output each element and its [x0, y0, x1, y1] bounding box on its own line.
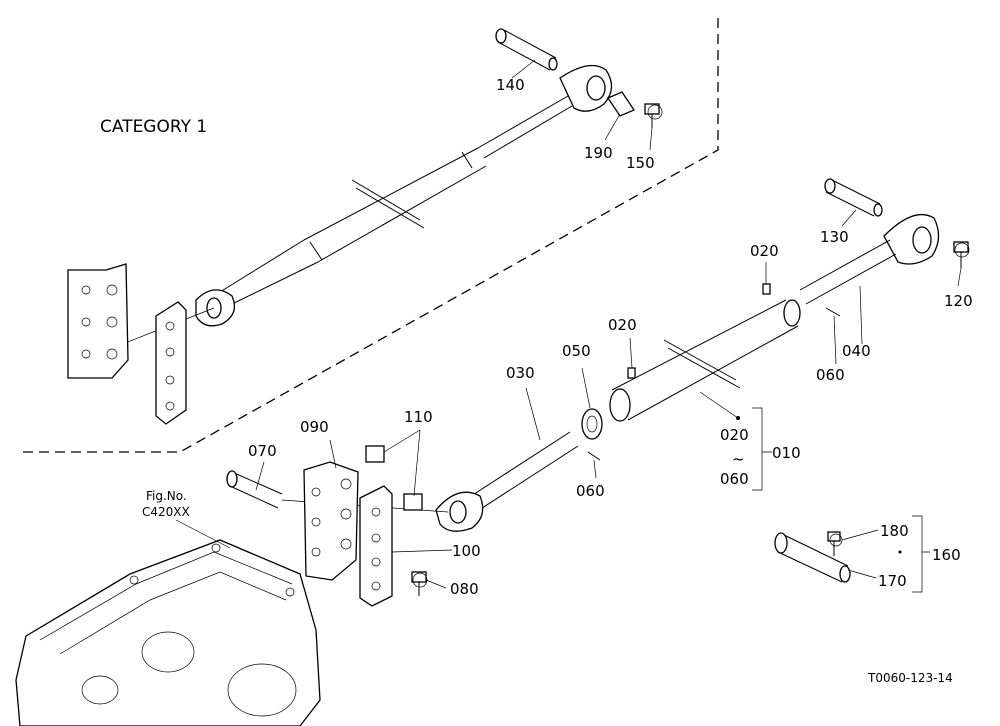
leader-lines	[255, 59, 962, 589]
category1-link-assembly	[67, 28, 663, 425]
upper-bracket-b	[155, 301, 187, 425]
bolt-110-a	[365, 445, 385, 463]
label-030: 030	[506, 364, 535, 382]
bolt-180	[827, 531, 843, 556]
category-label: CATEGORY 1	[100, 117, 207, 137]
label-060-a: 060	[816, 366, 845, 384]
label-060-b: 060	[720, 470, 749, 488]
bracket-090	[303, 461, 359, 581]
label-070: 070	[248, 442, 277, 460]
figure-ref-line2: C420XX	[142, 505, 190, 519]
label-170: 170	[878, 572, 907, 590]
label-130: 130	[820, 228, 849, 246]
pin-060-right	[825, 307, 841, 317]
label-010: 010	[772, 444, 801, 462]
label-020-a: 020	[750, 242, 779, 260]
label-050: 050	[562, 342, 591, 360]
pin-140	[495, 28, 558, 71]
figure-ref-leader	[175, 519, 231, 549]
label-110: 110	[404, 408, 433, 426]
label-150: 150	[626, 154, 655, 172]
upper-tube	[303, 147, 487, 263]
category-divider	[20, 18, 719, 453]
label-180: 180	[880, 522, 909, 540]
upper-threaded-rod	[477, 95, 573, 159]
bolt-110-b	[403, 493, 423, 511]
grease-nipple-020-b	[627, 367, 636, 379]
label-190: 190	[584, 144, 613, 162]
pin-060-left	[587, 451, 601, 461]
label-120: 120	[944, 292, 973, 310]
range-bracket-010	[752, 407, 772, 491]
label-060-c: 060	[576, 482, 605, 500]
bolt-080	[411, 571, 428, 596]
grease-nipple-020-a	[762, 283, 771, 295]
label-140: 140	[496, 76, 525, 94]
pin-170	[774, 532, 851, 583]
range-symbol: ~	[732, 450, 745, 468]
main-tube	[609, 299, 801, 422]
label-160: 160	[932, 546, 961, 564]
label-020-b: 020	[608, 316, 637, 334]
nut-050	[581, 408, 603, 440]
transmission-housing	[15, 519, 321, 726]
bolt-150	[644, 103, 663, 128]
label-020-c: 020	[720, 426, 749, 444]
label-040: 040	[842, 342, 871, 360]
label-100: 100	[452, 542, 481, 560]
upper-handle	[351, 179, 421, 221]
upper-bracket-a	[67, 263, 129, 379]
drawing-code: T0060-123-14	[867, 671, 953, 685]
label-090: 090	[300, 418, 329, 436]
label-080: 080	[450, 580, 479, 598]
pin-130	[824, 178, 883, 217]
range-bracket-160	[912, 515, 930, 593]
bolt-120	[953, 241, 970, 268]
spacer-190	[607, 91, 635, 117]
main-link-assembly	[226, 178, 970, 607]
figure-ref-line1: Fig.No.	[146, 489, 187, 503]
bracket-100	[359, 485, 393, 607]
main-handle	[663, 339, 737, 381]
